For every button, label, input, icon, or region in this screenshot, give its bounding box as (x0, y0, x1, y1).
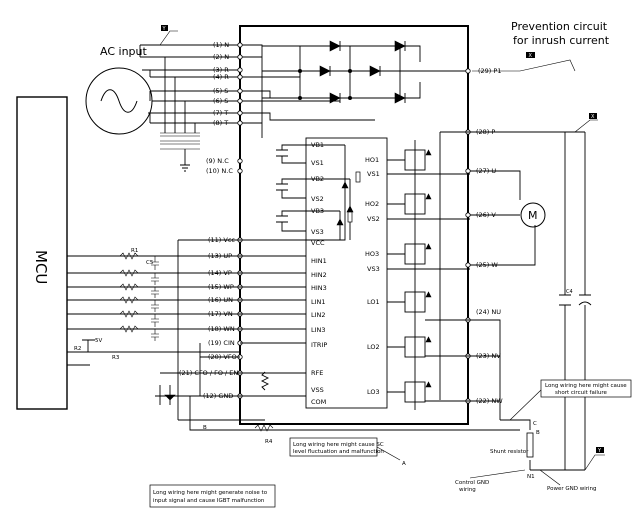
drv-vs1: VS1 (311, 159, 324, 167)
drv-ho2: HO2 (365, 200, 379, 208)
r4-label: R4 (265, 439, 273, 445)
prevention-label-line2: for inrush current (513, 34, 610, 47)
drv-hin1: HIN1 (311, 257, 327, 265)
marker-c: C (533, 421, 537, 427)
pin-24-label: (24) NU (476, 308, 501, 316)
pin-8-label: (8) T (213, 119, 228, 127)
note-cin-box (540, 379, 632, 398)
marker-y-right: Y (597, 448, 602, 454)
control-gnd-line2: wiring (459, 487, 476, 493)
pin-9-label: (9) N.C (206, 157, 229, 165)
note-cin-line2: short circuit failure (555, 390, 608, 396)
pin-1-label: (1) N (213, 41, 229, 49)
pin-3-label: (3) R (213, 66, 229, 74)
input-resistors (119, 252, 139, 333)
pin-10-label: (10) N.C (206, 167, 233, 175)
pin-5-label: (5) S (213, 87, 228, 95)
drv-vcc: VCC (311, 239, 325, 247)
input-caps (151, 256, 159, 341)
pin-6-label: (6) S (213, 97, 228, 105)
mcu-label: MCU (32, 250, 50, 284)
motor-symbol (520, 202, 546, 228)
rectifier-diodes (319, 40, 406, 104)
driver-left-labels: VB1 VS1 VB2 VS2 VB3 VS3 VCC HIN1 HIN2 HI… (311, 141, 327, 406)
drv-vs3r: VS3 (367, 265, 380, 273)
drv-com: COM (311, 398, 326, 406)
sine-wave-icon (100, 89, 138, 113)
ipm-module-box (239, 25, 469, 425)
c5-label: C5 (146, 260, 154, 266)
drv-rfe: RFE (311, 369, 323, 377)
control-gnd-line1: Control GND (455, 480, 489, 486)
marker-x-top: X (529, 53, 533, 59)
right-pin-labels: (29) P1 (28) P (27) U (26) V (25) W (24)… (476, 67, 503, 405)
drv-lin1: LIN1 (311, 298, 326, 306)
drv-ho3: HO3 (365, 250, 379, 258)
drv-vs3: VS3 (311, 228, 324, 236)
marker-b-right: B (536, 430, 540, 436)
note-gnd-line2: input signal and cause IGBT malfunction (153, 498, 265, 504)
motor-label: M (528, 209, 538, 222)
note-gnd-box (149, 484, 276, 508)
mcu-block (16, 96, 68, 410)
pin-7-label: (7) T (213, 109, 228, 117)
note-cin-line1: Long wiring here might cause (545, 383, 627, 389)
drv-hin2: HIN2 (311, 271, 327, 279)
shunt-label: Shunt resistor (490, 449, 529, 455)
drv-vss: VSS (311, 386, 324, 394)
r3-label: R3 (112, 355, 120, 361)
power-gnd-label: Power GND wiring (547, 486, 597, 492)
pin-19-label: (19) CIN (208, 339, 235, 347)
note-sc-line2: level fluctuation and malfunction (293, 449, 384, 455)
note-gnd-line1: Long wiring here might generate noise to (153, 490, 268, 496)
drv-itrip: ITRIP (311, 341, 327, 349)
drv-lin2: LIN2 (311, 311, 326, 319)
marker-a: A (402, 461, 406, 467)
drv-vs2: VS2 (311, 195, 324, 203)
c4-label: C4 (566, 289, 573, 295)
drv-lo2: LO2 (367, 343, 380, 351)
r1-label: R1 (131, 248, 138, 254)
pin-4-label: (4) R (213, 73, 229, 81)
drv-lo3: LO3 (367, 388, 380, 396)
marker-b-left: B (203, 425, 207, 431)
note-sc-line1: Long wiring here might cause SC (293, 442, 384, 448)
drv-lin3: LIN3 (311, 326, 326, 334)
r2-label: R2 (74, 346, 81, 352)
igbt-array (404, 149, 432, 403)
drv-vs2r: VS2 (367, 215, 380, 223)
drv-lo1: LO1 (367, 298, 380, 306)
driver-right-labels: HO1 VS1 HO2 VS2 HO3 VS3 LO1 LO2 LO3 (365, 156, 380, 396)
left-pin-labels: (1) N (2) N (3) R (4) R (5) S (6) S (7) … (179, 41, 238, 400)
drv-vs1r: VS1 (367, 170, 380, 178)
marker-n1: N1 (527, 474, 535, 480)
ac-input-label: AC input (100, 45, 147, 58)
marker-x-right: X (591, 114, 595, 120)
pin-2-label: (2) N (213, 53, 229, 61)
drv-ho1: HO1 (365, 156, 379, 164)
supply-5v-label: 5V (95, 338, 102, 344)
prevention-label-line1: Prevention circuit (511, 20, 608, 33)
drv-hin3: HIN3 (311, 284, 327, 292)
marker-y-top: Y (162, 26, 167, 32)
